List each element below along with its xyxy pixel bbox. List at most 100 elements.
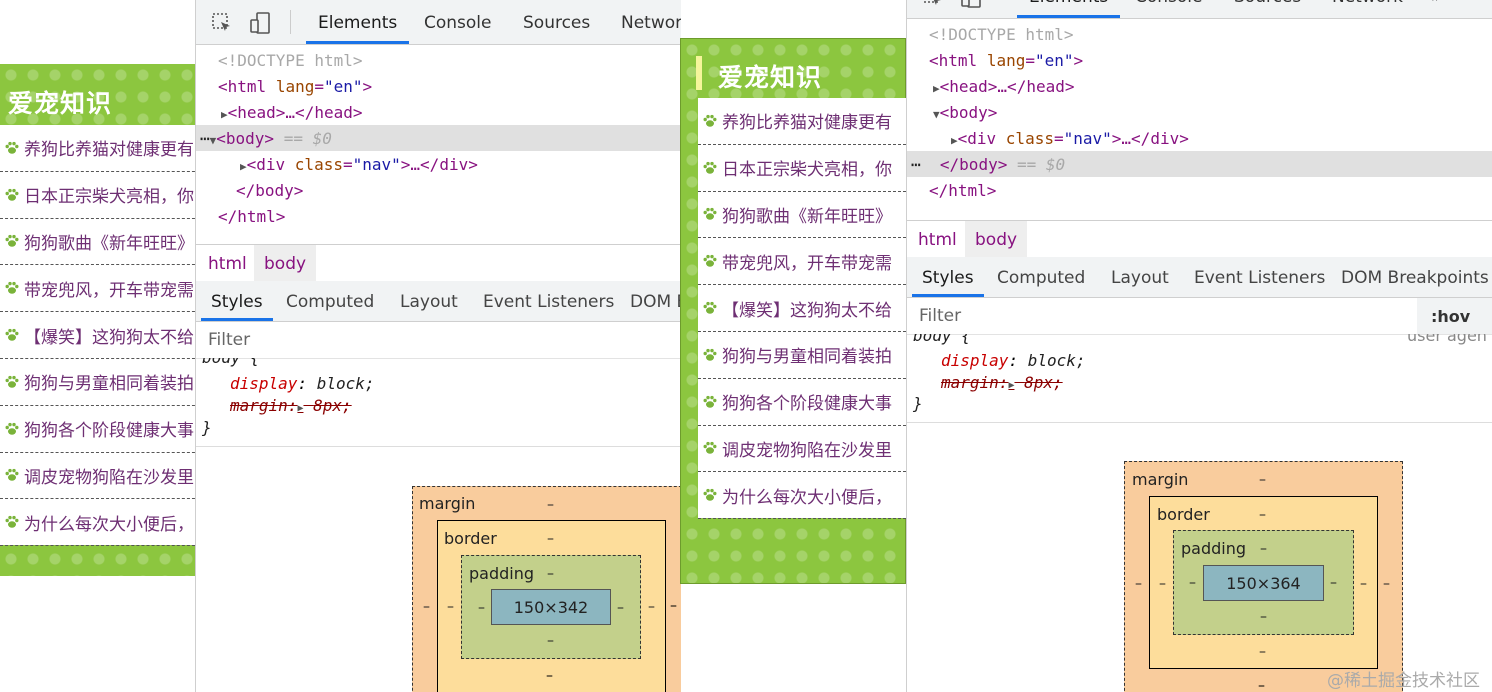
more-dots-icon[interactable]: ⋯ [911,155,921,174]
list-item-link[interactable]: 狗狗歌曲《新年旺旺》 [722,206,892,227]
list-item[interactable]: 为什么每次大小便后， [0,499,195,547]
list-item-link[interactable]: 养狗比养猫对健康更有 [24,140,194,161]
dom-div-nav[interactable]: ▶<div class="nav">…</div> [240,155,478,174]
filter-input[interactable] [917,305,1321,327]
dom-html-close[interactable]: </html> [929,181,996,200]
subtab-layout[interactable]: Layout [1111,268,1169,288]
dom-body-close[interactable]: </body> [236,181,303,200]
list-item[interactable]: 狗狗与男童相同着装拍 [698,332,906,379]
list-item-link[interactable]: 【爆笑】这狗狗太不给 [722,300,892,321]
subtab-layout[interactable]: Layout [400,292,458,312]
subtab-event-listeners[interactable]: Event Listeners [483,292,615,312]
dom-body-close[interactable]: ⋯ </body> == $0 [911,155,1065,174]
expand-triangle-icon[interactable]: ▶ [221,108,228,121]
list-item[interactable]: 养狗比养猫对健康更有 [698,98,906,145]
rule-origin[interactable]: user agen [1407,334,1487,345]
boxmodel-content[interactable]: 150×342 [491,589,611,625]
list-item[interactable]: 【爆笑】这狗狗太不给 [698,285,906,332]
list-item-link[interactable]: 带宠兜风，开车带宠需 [722,253,892,274]
list-item[interactable]: 日本正宗柴犬亮相，你 [0,172,195,219]
subtab-computed[interactable]: Computed [997,268,1086,288]
dom-body-open[interactable]: ▼<body> [933,103,997,122]
list-item[interactable]: 为什么每次大小便后， [698,472,906,520]
inspect-element-icon[interactable] [211,12,233,34]
inspect-element-icon[interactable] [922,0,944,8]
dom-html-open[interactable]: <html lang="en"> [218,77,373,96]
list-item-link[interactable]: 狗狗与男童相同着装拍 [24,374,194,395]
list-item[interactable]: 调皮宠物狗陷在沙发里 [698,426,906,473]
collapse-triangle-icon[interactable]: ▼ [933,108,940,121]
list-item-link[interactable]: 日本正宗柴犬亮相，你 [722,160,892,181]
expand-triangle-icon[interactable]: ▶ [240,160,247,173]
dom-head[interactable]: ▶<head>…</head> [221,103,362,122]
expand-triangle-icon[interactable]: ▶ [951,134,958,147]
dom-head[interactable]: ▶<head>…</head> [933,77,1074,96]
expand-triangle-icon[interactable]: ▶ [297,403,304,414]
margin-prop: margin [941,373,999,392]
subtab-styles[interactable]: Styles [201,281,273,321]
dom-doctype[interactable]: <!DOCTYPE html> [929,25,1074,44]
hov-button[interactable]: :hov [1417,298,1492,334]
tab-elements[interactable]: Elements [305,0,410,44]
subtab-dom-breakpoints[interactable]: DOM B [630,292,681,312]
rule-display[interactable]: display: block; [230,374,375,393]
list-item-link[interactable]: 调皮宠物狗陷在沙发里 [722,440,892,461]
list-item-link[interactable]: 狗狗各个阶段健康大事 [24,421,194,442]
list-item[interactable]: 狗狗与男童相同着装拍 [0,359,195,406]
list-item[interactable]: 狗狗各个阶段健康大事 [698,379,906,426]
filter-input[interactable] [206,329,610,351]
boxmodel-content[interactable]: 150×364 [1203,565,1324,601]
list-item-link[interactable]: 为什么每次大小便后， [722,487,892,508]
crumb-body[interactable]: body [965,221,1028,257]
list-item-link[interactable]: 【爆笑】这狗狗太不给 [24,327,194,348]
expand-triangle-icon[interactable]: ▶ [933,82,940,95]
tab-elements[interactable]: Elements [1016,0,1121,18]
dom-html-open[interactable]: <html lang="en"> [929,51,1084,70]
list-item[interactable]: 狗狗歌曲《新年旺旺》 [0,219,195,266]
dom-html-close[interactable]: </html> [218,207,285,226]
rule-margin[interactable]: margin:▶ 8px; [230,396,352,415]
rule-margin[interactable]: margin:▶ 8px; [941,373,1063,392]
expand-triangle-icon[interactable]: ▶ [1008,380,1015,391]
tab-sources[interactable]: Sources [1234,0,1301,18]
margin-label: margin [1132,470,1189,489]
list-item-link[interactable]: 狗狗歌曲《新年旺旺》 [24,233,194,254]
tab-network[interactable]: Network [1332,0,1403,18]
crumb-html[interactable]: html [208,254,247,274]
list-item-link[interactable]: 养狗比养猫对健康更有 [722,113,892,134]
subtab-styles[interactable]: Styles [912,257,984,297]
rule-display[interactable]: display: block; [941,351,1086,370]
list-item[interactable]: 【爆笑】这狗狗太不给 [0,312,195,359]
subtab-event-listeners[interactable]: Event Listeners [1194,268,1326,288]
list-item[interactable]: 带宠兜风，开车带宠需 [698,238,906,286]
list-item-link[interactable]: 日本正宗柴犬亮相，你 [24,187,194,208]
dom-body-open[interactable]: ⋯▼<body> == $0 [200,129,332,148]
list-item-link[interactable]: 为什么每次大小便后， [24,514,194,535]
list-item[interactable]: 狗狗歌曲《新年旺旺》 [698,192,906,239]
tab-more[interactable]: » [1431,0,1441,18]
list-item-link[interactable]: 调皮宠物狗陷在沙发里 [24,467,194,488]
tab-network[interactable]: Networ [621,13,681,33]
subtab-computed[interactable]: Computed [286,292,375,312]
dom-doctype[interactable]: <!DOCTYPE html> [218,51,363,70]
list-item[interactable]: 日本正宗柴犬亮相，你 [698,145,906,192]
more-dots-icon[interactable]: ⋯ [200,129,210,148]
list-item[interactable]: 狗狗各个阶段健康大事 [0,406,195,453]
list-item-link[interactable]: 狗狗各个阶段健康大事 [722,394,892,415]
tab-console[interactable]: Console [1135,0,1203,18]
list-item-link[interactable]: 带宠兜风，开车带宠需 [24,280,194,301]
tab-sources[interactable]: Sources [523,13,591,33]
list-item[interactable]: 带宠兜风，开车带宠需 [0,265,195,313]
tab-console[interactable]: Console [424,13,492,33]
subtab-dom-breakpoints[interactable]: DOM Breakpoints [1341,268,1489,288]
collapse-triangle-icon[interactable]: ▼ [209,134,217,147]
device-toggle-icon[interactable] [960,0,984,9]
list-item[interactable]: 调皮宠物狗陷在沙发里 [0,453,195,500]
nav-list-right: 养狗比养猫对健康更有日本正宗柴犬亮相，你狗狗歌曲《新年旺旺》带宠兜风，开车带宠需… [698,98,906,520]
list-item[interactable]: 养狗比养猫对健康更有 [0,125,195,172]
device-toggle-icon[interactable] [249,11,273,35]
crumb-html[interactable]: html [918,230,957,250]
crumb-body[interactable]: body [254,245,317,281]
list-item-link[interactable]: 狗狗与男童相同着装拍 [722,347,892,368]
dom-div-nav[interactable]: ▶<div class="nav">…</div> [951,129,1189,148]
